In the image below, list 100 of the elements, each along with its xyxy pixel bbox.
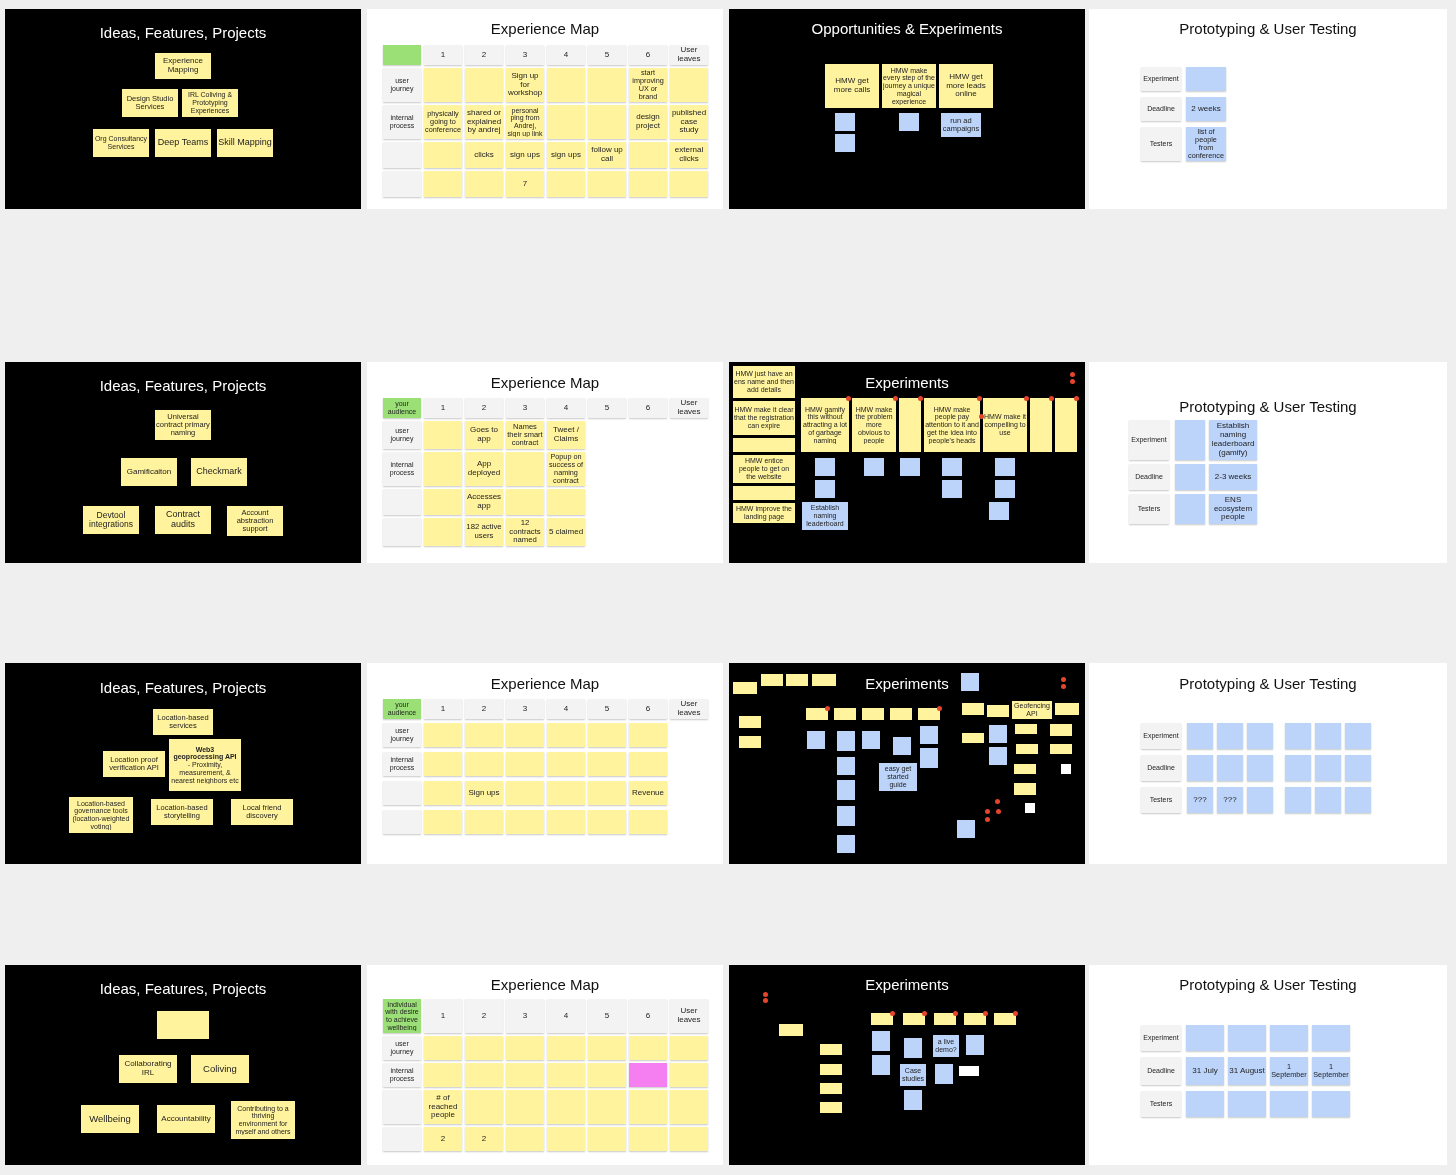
board-panel xyxy=(5,965,361,1165)
panel-title: Experience Map xyxy=(490,675,600,693)
sticky-note xyxy=(995,458,1015,476)
sticky-note xyxy=(629,1063,667,1087)
board-panel xyxy=(1089,9,1447,209)
sticky-note xyxy=(1312,1057,1350,1085)
sticky-note xyxy=(465,518,503,546)
sticky-note xyxy=(1055,398,1077,452)
sticky-note xyxy=(995,480,1015,498)
sticky-note xyxy=(465,68,503,102)
note-text: 2-3 weeks xyxy=(1214,472,1252,482)
sticky-note xyxy=(547,999,585,1033)
sticky-note xyxy=(820,1044,842,1055)
note-text: external clicks xyxy=(673,146,705,164)
sticky-note xyxy=(862,708,884,720)
sticky-note xyxy=(1247,755,1273,781)
note-text: design project xyxy=(635,113,661,131)
sticky-note xyxy=(81,1105,139,1133)
sticky-note xyxy=(383,1063,421,1087)
sticky-note xyxy=(820,1102,842,1113)
sticky-note xyxy=(1186,1057,1224,1085)
sticky-note xyxy=(629,699,667,719)
note-text: shared or explained by andrej xyxy=(466,108,502,136)
sticky-note xyxy=(383,171,421,197)
note-text: 2 xyxy=(481,704,487,714)
sticky-note xyxy=(807,731,825,749)
sticky-note xyxy=(1141,127,1181,161)
sticky-note xyxy=(837,835,855,853)
sticky-note xyxy=(733,682,757,694)
sticky-note xyxy=(837,780,855,800)
sticky-note xyxy=(1345,723,1371,749)
sticky-note xyxy=(983,398,1027,452)
sticky-note xyxy=(506,1090,544,1124)
sticky-note xyxy=(1016,744,1038,754)
sticky-note xyxy=(837,731,855,751)
sticky-note xyxy=(670,1036,708,1060)
panel-title: Prototyping & User Testing xyxy=(1179,675,1357,693)
sticky-note xyxy=(383,723,421,747)
sticky-note xyxy=(1129,464,1169,490)
sticky-note xyxy=(155,506,211,534)
sticky-note xyxy=(231,799,293,825)
note-text: clicks xyxy=(474,150,494,160)
sticky-note xyxy=(93,129,149,157)
sticky-note xyxy=(629,45,667,65)
sticky-note xyxy=(383,518,421,546)
sticky-note xyxy=(964,1013,986,1025)
sticky-note xyxy=(1050,724,1072,736)
sticky-note xyxy=(588,699,626,719)
note-text: 2 xyxy=(481,403,487,413)
sticky-note xyxy=(588,171,626,197)
board-panel xyxy=(1089,965,1447,1165)
sticky-note xyxy=(547,781,585,805)
sticky-note xyxy=(629,171,667,197)
sticky-note xyxy=(872,1055,890,1075)
sticky-note xyxy=(1015,724,1037,734)
sticky-note xyxy=(424,1036,462,1060)
note-text: Tweet / Claims xyxy=(552,426,580,444)
note-text: Contract audits xyxy=(165,510,201,530)
sticky-note xyxy=(383,105,421,139)
note-text: 5 xyxy=(604,403,610,413)
sticky-note xyxy=(1175,464,1205,490)
sticky-note xyxy=(1247,787,1273,813)
sticky-note xyxy=(547,68,585,102)
note-text: 3 xyxy=(522,704,528,714)
note-text: 1 xyxy=(440,1011,446,1021)
sticky-note xyxy=(383,810,421,834)
panel-title: Prototyping & User Testing xyxy=(1179,976,1357,994)
note-text: Revenue xyxy=(632,788,664,798)
note-text: 2 xyxy=(481,1134,487,1144)
panel-title: Opportunities & Experiments xyxy=(811,20,1003,38)
sticky-note xyxy=(899,398,921,452)
sticky-note xyxy=(1014,783,1036,795)
sticky-note xyxy=(465,1090,503,1124)
sticky-note xyxy=(837,757,855,775)
sticky-note xyxy=(1217,787,1243,813)
sticky-note xyxy=(835,134,855,152)
sticky-note xyxy=(424,421,462,449)
sticky-note xyxy=(424,1127,462,1151)
sticky-note xyxy=(1345,787,1371,813)
sticky-note xyxy=(899,113,919,131)
sticky-note xyxy=(155,129,211,157)
sticky-note xyxy=(383,1036,421,1060)
sticky-note xyxy=(739,736,761,748)
board-panel xyxy=(367,965,723,1165)
sticky-note xyxy=(506,810,544,834)
sticky-note xyxy=(424,752,462,776)
sticky-note xyxy=(1014,764,1036,774)
sticky-note xyxy=(506,699,544,719)
sticky-note xyxy=(835,113,855,131)
sticky-note xyxy=(588,1063,626,1087)
sticky-note xyxy=(1187,723,1213,749)
panel-title: Ideas, Features, Projects xyxy=(99,24,267,42)
sticky-note xyxy=(904,1090,922,1110)
panel-title: Ideas, Features, Projects xyxy=(99,679,267,697)
sticky-note xyxy=(465,999,503,1033)
sticky-note xyxy=(837,806,855,826)
sticky-note xyxy=(103,751,165,777)
sticky-note xyxy=(83,506,139,534)
sticky-note xyxy=(506,999,544,1033)
note-text: 2 xyxy=(481,1011,487,1021)
